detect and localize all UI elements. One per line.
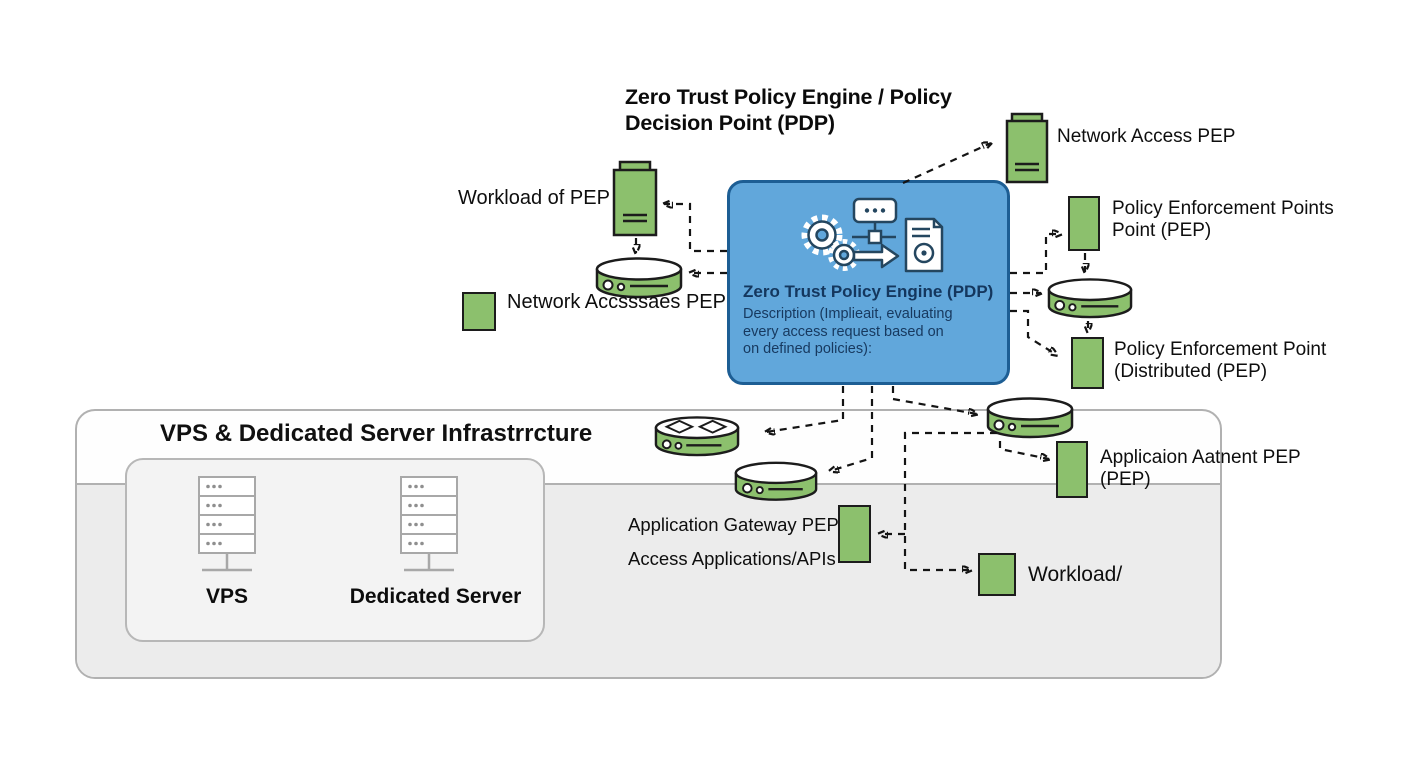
- label-dedicated-server: Dedicated Server: [349, 585, 522, 608]
- policy-engine-icon: [801, 197, 944, 273]
- gateway-cylinder-diamond-icon: [654, 416, 740, 457]
- workload-node: [978, 553, 1016, 596]
- diagram-title: Zero Trust Policy Engine / Policy Decisi…: [625, 85, 952, 135]
- bottom-right-cylinder-icon: [986, 397, 1074, 439]
- pdp-box-description: Description (Implieait, evaluating every…: [743, 306, 953, 357]
- policy-document-icon: [904, 217, 944, 273]
- label-network-access-pep: Network Access PEP: [1057, 126, 1236, 147]
- gateway-cylinder-icon: [734, 461, 818, 501]
- label-pep-distributed: Policy Enforcement Point (Distributed (P…: [1114, 339, 1327, 382]
- infrastructure-heading: VPS & Dedicated Server Infrastrrcture: [160, 420, 593, 447]
- dedicated-server-rack-icon: [400, 476, 458, 572]
- pdp-box-title: Zero Trust Policy Engine (PDP): [743, 282, 994, 301]
- label-workload-of-pep: Workload of PEP: [458, 187, 610, 209]
- vps-server-rack-icon: [198, 476, 256, 572]
- label-application-gateway-pep: Application Gateway PEP: [628, 514, 839, 535]
- pdp-box: Zero Trust Policy Engine (PDP) Descripti…: [727, 180, 1010, 385]
- arrow-right-icon: [852, 243, 900, 269]
- arrow-pdp-to-network-access: [902, 143, 991, 185]
- pep-legend-square: [462, 292, 496, 331]
- arrow-pdp-to-workload-server: [664, 204, 727, 253]
- arrow-pdp-to-points-rect: [1010, 234, 1061, 275]
- label-vps: VPS: [205, 585, 249, 608]
- pep-points-node: [1068, 196, 1100, 251]
- server-group-box: [125, 458, 545, 642]
- gear-icon: [801, 214, 843, 256]
- pep-distributed-node: [1071, 337, 1104, 389]
- network-access-pep-server-icon: [1005, 112, 1049, 184]
- label-application-agent-pep: Applicaion Aatnent PEP (PEP): [1100, 447, 1301, 490]
- application-gateway-node: [838, 505, 871, 563]
- label-workload: Workload/: [1028, 563, 1123, 586]
- label-network-accesses-pep: Network Accsssaes PEP: [507, 291, 726, 313]
- workload-server-icon: [612, 160, 658, 237]
- flow-node-icon: [852, 197, 898, 245]
- application-agent-node: [1056, 441, 1088, 498]
- label-policy-enforcement-points: Policy Enforcement Points Point (PEP): [1112, 198, 1334, 241]
- label-access-applications-apis: Access Applications/APIs: [628, 548, 836, 569]
- right-cylinder-icon: [1047, 278, 1133, 319]
